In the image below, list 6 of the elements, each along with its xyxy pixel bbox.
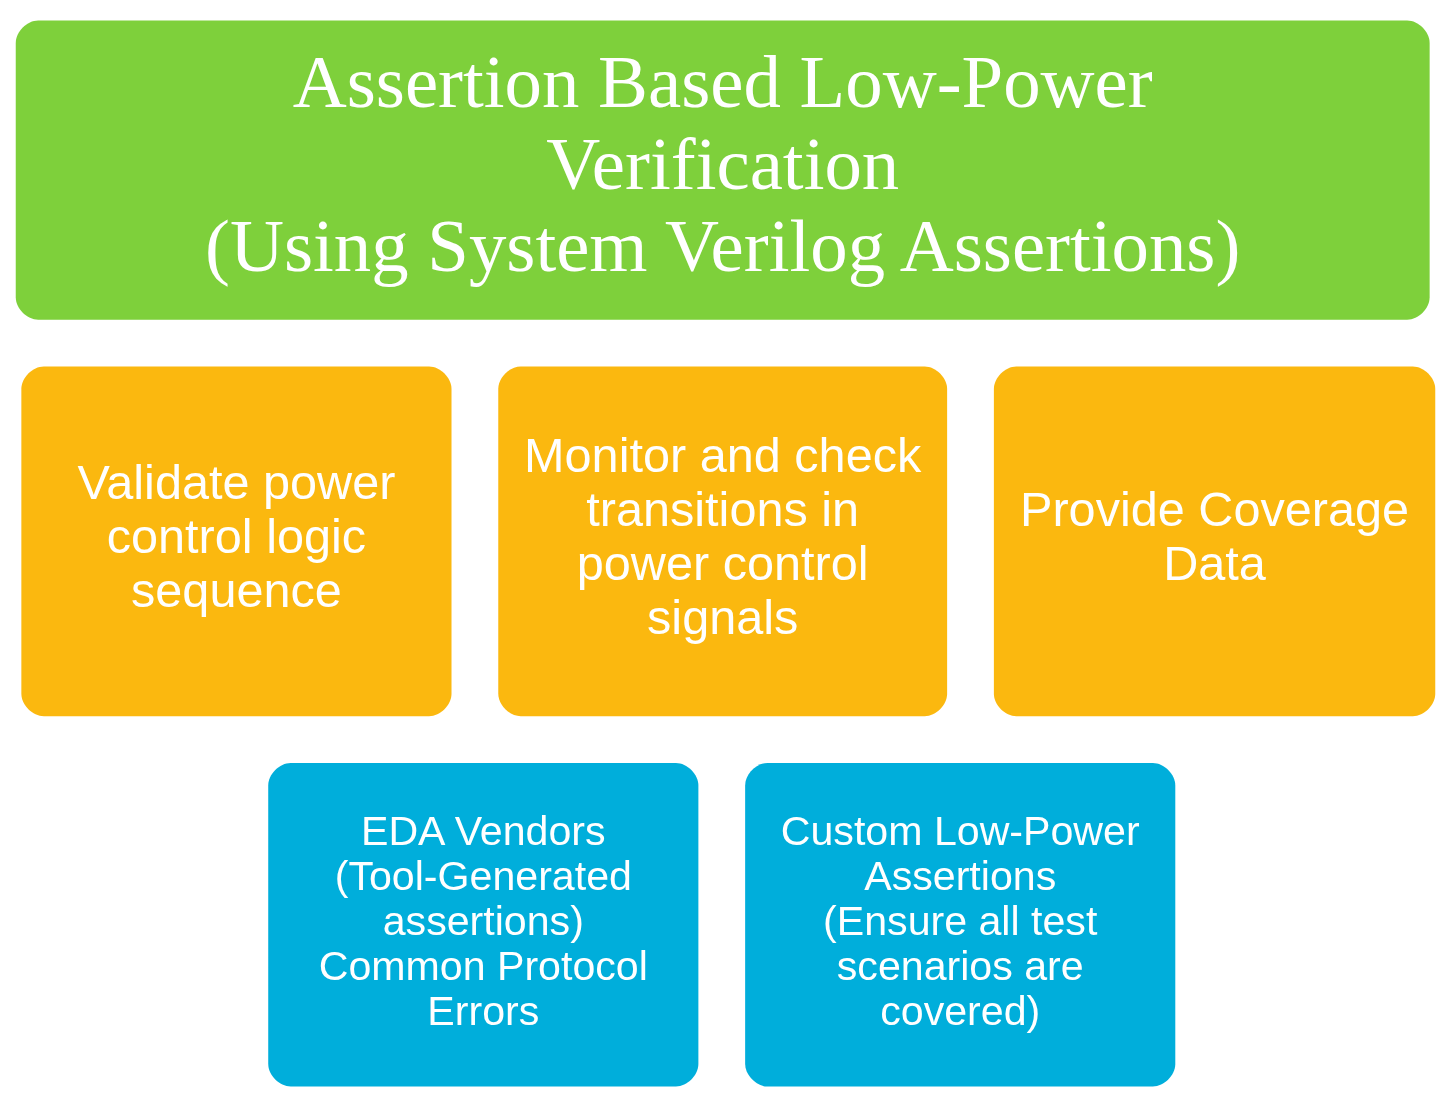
- node-box: Monitor and check transitions in power control signals: [498, 366, 948, 717]
- node-box: Validate power control logic sequence: [21, 366, 452, 717]
- node-box: Assertion Based Low-Power Verification (Using System Verilog Assertions): [15, 20, 1430, 320]
- node-box: Provide Coverage Data: [993, 366, 1436, 717]
- node-box: Custom Low-Power Assertions (Ensure all test scenarios are covered): [745, 762, 1176, 1087]
- node-box: EDA Vendors (Tool-Generated assertions) Common Protocol Errors: [268, 762, 699, 1087]
